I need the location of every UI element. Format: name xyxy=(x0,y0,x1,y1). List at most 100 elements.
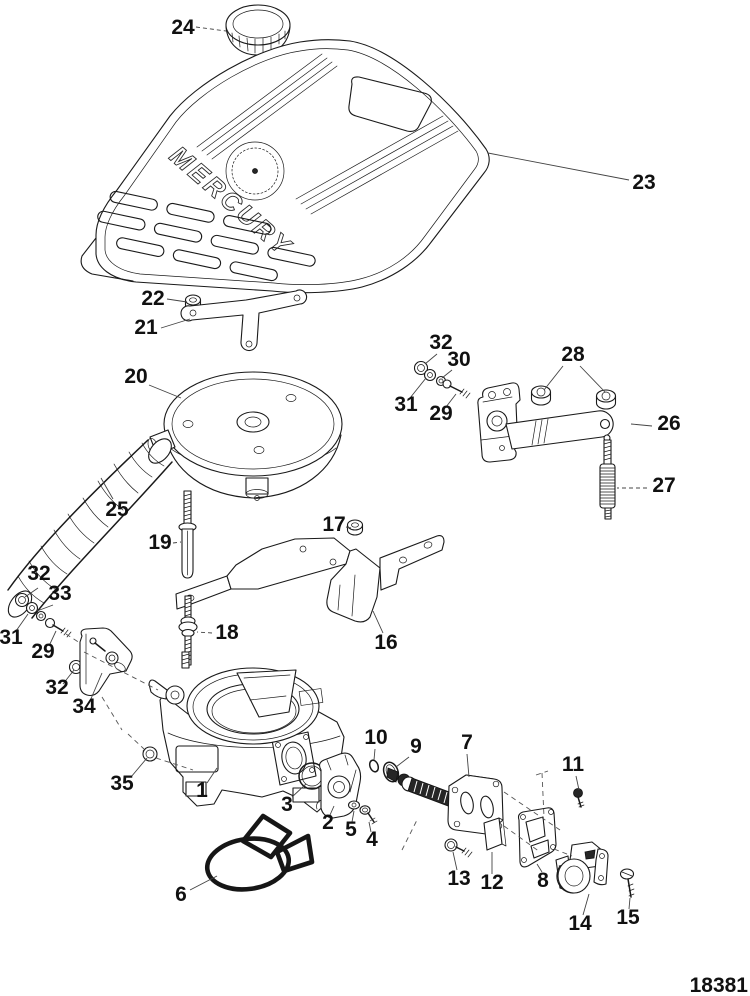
callout-leader-9 xyxy=(395,756,410,768)
part-screw-13 xyxy=(444,838,473,858)
callout-leader-14 xyxy=(582,893,590,916)
callout-leader-1 xyxy=(206,767,218,784)
callout-leader-26 xyxy=(630,423,653,427)
part-gasket-8 xyxy=(517,807,557,868)
callout-leader-21 xyxy=(160,318,191,329)
callout-leader-32 xyxy=(62,669,75,685)
callout-label-31: 31 xyxy=(0,626,23,649)
callout-label-18: 18 xyxy=(215,621,239,644)
part-cover-cap xyxy=(225,4,291,56)
callout-leader-31 xyxy=(15,613,29,632)
callout-label-1: 1 xyxy=(196,779,208,802)
callout-label-14: 14 xyxy=(568,912,592,935)
callout-leader-10 xyxy=(373,748,376,761)
callout-leader-8 xyxy=(536,863,543,873)
callout-leader-6 xyxy=(189,875,218,891)
callout-label-35: 35 xyxy=(110,772,134,795)
part-elbow-fitting-14 xyxy=(555,841,609,894)
callout-leader-23 xyxy=(487,152,630,181)
callout-leader-17 xyxy=(345,526,352,529)
callout-label-29: 29 xyxy=(429,402,452,425)
callout-label-17: 17 xyxy=(322,513,345,536)
callout-leader-31 xyxy=(409,377,427,399)
callout-label-23: 23 xyxy=(632,171,655,194)
callout-leader-19 xyxy=(172,541,182,544)
callout-leader-22 xyxy=(166,298,188,303)
callout-leader-24 xyxy=(195,26,227,32)
callout-label-33: 33 xyxy=(48,582,71,605)
callout-label-6: 6 xyxy=(175,883,187,906)
washer-31-left xyxy=(35,610,47,622)
part-nut-5 xyxy=(347,800,361,810)
callout-label-26: 26 xyxy=(657,412,680,435)
cover-emblem xyxy=(225,141,285,201)
part-anchor-bracket-34 xyxy=(79,627,133,697)
part-screw-15 xyxy=(619,868,635,898)
callout-leader-20 xyxy=(148,384,182,399)
part-iac-valve-7 xyxy=(386,767,504,835)
part-filter-block-12 xyxy=(483,817,507,851)
callout-leader-2 xyxy=(329,805,335,816)
callout-leader-32 xyxy=(24,587,39,598)
callout-leader-15 xyxy=(628,897,631,910)
callout-leader-30 xyxy=(441,369,453,379)
callout-label-8: 8 xyxy=(537,869,549,892)
callout-label-9: 9 xyxy=(410,735,422,758)
callout-leader-5 xyxy=(351,810,355,823)
callout-leader-28 xyxy=(579,365,606,393)
part-nut-35 xyxy=(142,746,158,762)
callout-label-7: 7 xyxy=(461,731,473,754)
part-mount-bracket-16 xyxy=(175,535,445,623)
part-link-spring-27 xyxy=(599,434,616,520)
callout-label-5: 5 xyxy=(345,818,357,841)
part-hardware-cluster-right xyxy=(413,360,471,399)
callout-leader-7 xyxy=(466,753,470,778)
callout-label-10: 10 xyxy=(364,726,387,749)
callout-label-20: 20 xyxy=(124,365,147,388)
callout-leader-13 xyxy=(452,851,458,871)
part-bolt-19 xyxy=(178,490,197,579)
part-screw-11 xyxy=(573,788,585,808)
callout-label-16: 16 xyxy=(374,631,397,654)
callout-label-21: 21 xyxy=(134,316,158,339)
part-support-bracket-21 xyxy=(180,289,308,352)
projection-lines xyxy=(65,633,573,857)
callout-label-19: 19 xyxy=(148,531,171,554)
callout-label-32: 32 xyxy=(27,562,50,585)
callout-label-24: 24 xyxy=(171,16,195,39)
callout-leader-18 xyxy=(196,631,213,634)
callout-leader-25 xyxy=(100,477,114,500)
part-intake-hose-25 xyxy=(7,438,173,619)
callout-leader-32 xyxy=(424,353,438,365)
callout-label-25: 25 xyxy=(105,498,129,521)
bolt-29-left xyxy=(44,617,72,638)
callout-label-11: 11 xyxy=(562,753,585,776)
callout-leader-33 xyxy=(36,604,54,612)
callout-leader-28 xyxy=(543,365,564,391)
part-oring-10 xyxy=(368,759,380,773)
part-locknuts-28 xyxy=(530,385,617,410)
callout-label-32: 32 xyxy=(429,331,452,354)
drawing-number: 18381 xyxy=(690,974,749,996)
cover-handle-opening xyxy=(348,76,432,132)
callout-label-22: 22 xyxy=(141,287,164,310)
part-gasket-6 xyxy=(204,813,315,892)
callout-label-29: 29 xyxy=(31,640,54,663)
callout-leader-3 xyxy=(291,783,307,798)
callout-label-27: 27 xyxy=(652,474,675,497)
callout-label-15: 15 xyxy=(616,906,640,929)
callout-label-28: 28 xyxy=(561,343,585,366)
callout-leader-4 xyxy=(368,821,372,833)
nut-32-right xyxy=(413,360,429,376)
washer-33 xyxy=(25,601,39,615)
callout-label-12: 12 xyxy=(480,871,503,894)
bolt-29-right xyxy=(442,379,471,399)
callout-leader-29 xyxy=(445,393,457,408)
callout-label-31: 31 xyxy=(394,393,418,416)
cover-groove-lines xyxy=(196,53,459,215)
callout-leader-16 xyxy=(372,610,384,634)
part-stud-18 xyxy=(178,595,198,666)
callout-label-3: 3 xyxy=(281,793,293,816)
part-flame-arrestor-20 xyxy=(147,371,343,501)
